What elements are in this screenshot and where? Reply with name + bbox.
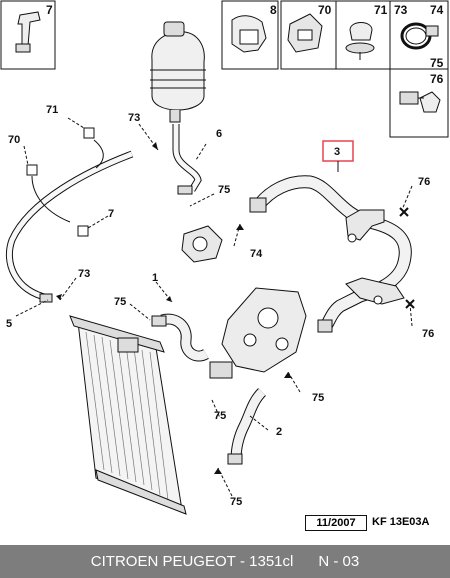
footer-part-number: 1351cl [249, 553, 294, 570]
box-label-7: 7 [46, 3, 53, 17]
footer-sheet: N - 03 [318, 553, 360, 570]
parts-diagram: 7 8 70 71 73 74 75 76 3 71 73 6 70 75 7 … [0, 0, 449, 531]
callout-75-c: 75 [312, 392, 325, 404]
callout-2: 2 [276, 426, 283, 438]
callout-75-e: 75 [230, 496, 243, 508]
callout-75-a: 75 [218, 184, 231, 196]
callout-76-bottom: 76 [422, 328, 435, 340]
diagram-artwork [0, 0, 449, 515]
callout-73-top: 73 [128, 112, 141, 124]
callout-1: 1 [152, 272, 159, 284]
callout-73-left: 73 [78, 268, 91, 280]
callout-7: 7 [108, 208, 115, 220]
box-label-70: 70 [318, 3, 332, 17]
callout-5: 5 [6, 318, 13, 330]
footer-separator-2 [293, 553, 318, 570]
callout-70: 70 [8, 134, 21, 146]
box-label-74: 74 [430, 3, 444, 17]
callout-6: 6 [216, 128, 223, 140]
footer-separator-1: - [235, 553, 250, 570]
box-label-75: 75 [430, 56, 444, 70]
callout-76-top: 76 [418, 176, 431, 188]
box-label-73: 73 [394, 3, 408, 17]
box-label-76: 76 [430, 72, 444, 86]
reference-code: KF 13E03A [372, 516, 430, 528]
box-label-8: 8 [270, 3, 277, 17]
callout-75-b: 75 [114, 296, 127, 308]
callout-75-d: 75 [214, 410, 227, 422]
box-label-71: 71 [374, 3, 388, 17]
callout-3: 3 [334, 146, 341, 158]
callout-74: 74 [250, 248, 263, 260]
footer-bar: CITROEN PEUGEOT - 1351cl N - 03 [0, 545, 450, 578]
footer-brand: CITROEN PEUGEOT [90, 553, 236, 570]
date-stamp: 11/2007 [305, 515, 367, 531]
callout-71: 71 [46, 104, 59, 116]
